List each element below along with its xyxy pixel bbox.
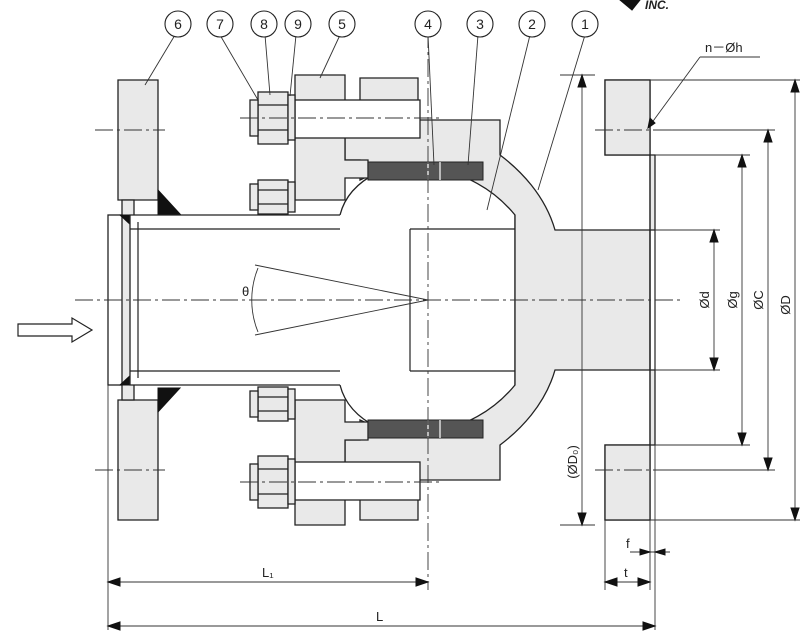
callout-7: 7 <box>206 10 234 38</box>
bolt-upper-inner <box>249 179 296 215</box>
svg-text:n－Øh: n－Øh <box>705 40 743 55</box>
svg-text:3: 3 <box>476 16 484 32</box>
svg-text:Øg: Øg <box>725 291 740 308</box>
dim-bolt-holes: n－Øh <box>647 40 760 130</box>
svg-text:(ØD₀): (ØD₀) <box>565 445 580 479</box>
svg-text:t: t <box>624 565 628 580</box>
bolt-top <box>249 91 421 145</box>
svg-text:Ød: Ød <box>697 291 712 308</box>
callout-1: 1 <box>571 10 599 38</box>
dim-bore: Ød <box>655 228 720 372</box>
svg-text:ØC: ØC <box>751 290 766 310</box>
svg-text:6: 6 <box>174 16 182 32</box>
dim-overall-length: L <box>106 560 657 631</box>
svg-text:ØD: ØD <box>778 295 793 315</box>
weld-top <box>157 188 182 215</box>
angle-label: θ <box>242 284 249 299</box>
callout-4: 4 <box>414 10 442 38</box>
svg-text:2: 2 <box>528 16 536 32</box>
flow-arrow-icon <box>17 316 94 344</box>
svg-text:9: 9 <box>294 16 302 32</box>
dim-raised-face: Øg <box>655 153 750 447</box>
seal-packing <box>367 161 484 439</box>
brand-logo: INC. <box>619 0 669 12</box>
callout-3: 3 <box>466 10 494 38</box>
callout-5: 5 <box>328 10 356 38</box>
right-flange <box>604 79 651 521</box>
svg-text:L₁: L₁ <box>262 565 274 580</box>
svg-text:1: 1 <box>581 16 589 32</box>
svg-text:8: 8 <box>260 16 268 32</box>
callout-2: 2 <box>518 10 546 38</box>
dim-ball-diameter: (ØD₀) <box>560 73 595 527</box>
dim-outer-diameter: ØD <box>650 78 800 522</box>
dim-pitch-circle: ØC <box>655 128 775 472</box>
dim-flange-thickness: t <box>603 520 652 590</box>
svg-text:5: 5 <box>338 16 346 32</box>
callout-leaders <box>144 34 586 211</box>
svg-text:f: f <box>626 536 630 551</box>
bolt-lower-inner <box>249 386 296 422</box>
callout-9: 9 <box>284 10 312 38</box>
svg-text:7: 7 <box>216 16 224 32</box>
dim-face-thickness: f <box>626 445 670 560</box>
svg-text:4: 4 <box>424 16 432 32</box>
dim-half-length: L₁ <box>106 385 430 630</box>
weld-bottom <box>157 387 182 414</box>
callout-8: 8 <box>250 10 278 38</box>
deflection-angle: θ <box>242 264 429 336</box>
logo-text: INC. <box>645 0 669 12</box>
svg-text:L: L <box>376 609 383 624</box>
callout-6: 6 <box>164 10 192 38</box>
